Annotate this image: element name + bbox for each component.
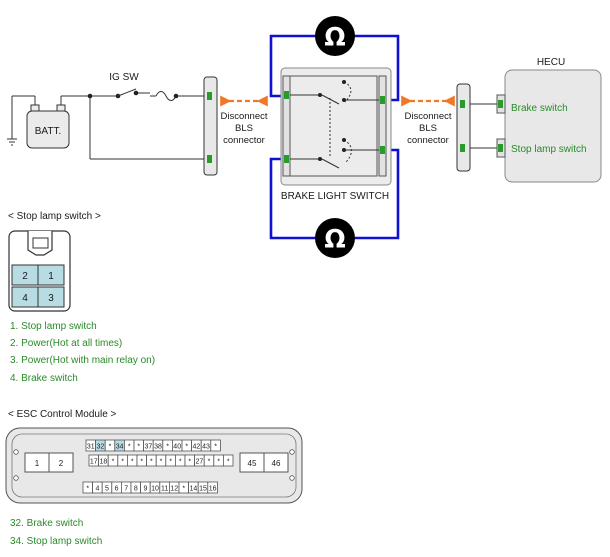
esc-pin-label: 27 — [196, 458, 204, 465]
ohmmeter-bottom: Ω — [315, 218, 355, 258]
ohm-icon: Ω — [324, 224, 345, 253]
disconnect-label-right: Disconnect BLS connector — [405, 111, 452, 146]
esc-pin-label: 38 — [154, 443, 162, 450]
esc-pin-label: * — [182, 485, 185, 492]
esc-pin-label: 8 — [134, 485, 138, 492]
ohm-icon: Ω — [324, 22, 345, 51]
esc-pin-label: * — [121, 458, 124, 465]
esc-pin-label: * — [131, 458, 134, 465]
pin-label: 2 — [22, 271, 28, 282]
esc-connector-title: < ESC Control Module > — [8, 409, 117, 420]
esc-pin-label: 10 — [151, 485, 159, 492]
esc-pin-46: 46 — [272, 459, 281, 468]
svg-text:Disconnect: Disconnect — [405, 111, 452, 122]
esc-pin-45: 45 — [248, 459, 257, 468]
esc-pin-label: 4 — [95, 485, 99, 492]
esc-pin-label: * — [140, 458, 143, 465]
hecu-stop-lamp-label: Stop lamp switch — [511, 144, 587, 155]
esc-pin-label: * — [137, 443, 140, 450]
esc-pin-label: 5 — [105, 485, 109, 492]
esc-pin-label: 16 — [209, 485, 217, 492]
legend-item: 2. Power(Hot at all times) — [10, 338, 122, 349]
esc-pin-label: 7 — [124, 485, 128, 492]
pin-label: 1 — [48, 271, 54, 282]
esc-pin-label: 12 — [170, 485, 178, 492]
esc-pin-label: 9 — [143, 485, 147, 492]
esc-pin-label: * — [160, 458, 163, 465]
legend-item: 3. Power(Hot with main relay on) — [10, 355, 155, 366]
legend-item: 34. Stop lamp switch — [10, 536, 102, 547]
esc-pin-label: * — [128, 443, 131, 450]
esc-pin-label: 42 — [193, 443, 201, 450]
esc-pin-label: 32 — [97, 443, 105, 450]
svg-text:connector: connector — [223, 135, 265, 146]
hecu-module: Brake switch Stop lamp switch — [496, 69, 602, 183]
stop-lamp-legend: 1. Stop lamp switch 2. Power(Hot at all … — [10, 321, 155, 384]
esc-pin-label: 37 — [145, 443, 153, 450]
legend-item: 32. Brake switch — [10, 518, 83, 529]
esc-pin-label: * — [208, 458, 211, 465]
esc-pin-label: 43 — [202, 443, 210, 450]
pin-label: 4 — [22, 293, 28, 304]
hecu-title: HECU — [537, 57, 565, 68]
esc-pin-cell — [207, 481, 218, 494]
esc-pin-label: 40 — [173, 443, 181, 450]
esc-pin-2: 2 — [59, 459, 64, 468]
esc-pin-label: * — [166, 443, 169, 450]
ground-symbol — [7, 95, 36, 146]
esc-pin-label: * — [109, 443, 112, 450]
esc-pin-label: 11 — [161, 485, 168, 492]
esc-pin-label: 18 — [100, 458, 108, 465]
bls-connector-left — [203, 76, 218, 176]
legend-item: 4. Brake switch — [10, 373, 78, 384]
pin-label: 3 — [48, 293, 54, 304]
brake-light-switch-label: BRAKE LIGHT SWITCH — [281, 191, 389, 202]
svg-text:connector: connector — [407, 135, 449, 146]
esc-pin-label: * — [150, 458, 153, 465]
esc-pin-label: 31 — [87, 443, 95, 450]
esc-pin-label: 14 — [190, 485, 198, 492]
brake-light-switch — [280, 67, 392, 186]
esc-pin-label: * — [214, 443, 217, 450]
esc-legend: 32. Brake switch 34. Stop lamp switch — [10, 518, 102, 547]
stop-lamp-connector-title: < Stop lamp switch > — [8, 211, 101, 222]
esc-pin-cell — [210, 439, 221, 452]
esc-pin-label: * — [185, 443, 188, 450]
esc-pin-label: 17 — [90, 458, 98, 465]
disconnect-label-left: Disconnect BLS connector — [221, 111, 268, 146]
esc-pin-label: 34 — [116, 443, 124, 450]
esc-pin-label: * — [86, 485, 89, 492]
battery: BATT. — [26, 104, 70, 149]
battery-label: BATT. — [35, 126, 61, 137]
stop-lamp-connector: 2 1 4 3 — [8, 230, 71, 312]
svg-text:BLS: BLS — [235, 123, 253, 134]
svg-text:BLS: BLS — [419, 123, 437, 134]
legend-item: 1. Stop lamp switch — [10, 321, 97, 332]
esc-pin-1: 1 — [35, 459, 40, 468]
hecu-brake-switch-label: Brake switch — [511, 103, 568, 114]
esc-pin-label: * — [217, 458, 220, 465]
esc-pin-label: * — [169, 458, 172, 465]
esc-pin-label: * — [227, 458, 230, 465]
esc-pin-cell — [222, 454, 234, 467]
esc-pin-label: * — [179, 458, 182, 465]
main-wiring — [60, 91, 208, 160]
svg-text:Disconnect: Disconnect — [221, 111, 268, 122]
esc-pin-label: * — [188, 458, 191, 465]
esc-pin-label: 6 — [115, 485, 119, 492]
ignition-switch-label: IG SW — [109, 72, 139, 83]
esc-pin-label: * — [112, 458, 115, 465]
ohmmeter-top: Ω — [315, 16, 355, 56]
bls-connector-right — [456, 83, 471, 172]
esc-pin-label: 15 — [199, 485, 207, 492]
